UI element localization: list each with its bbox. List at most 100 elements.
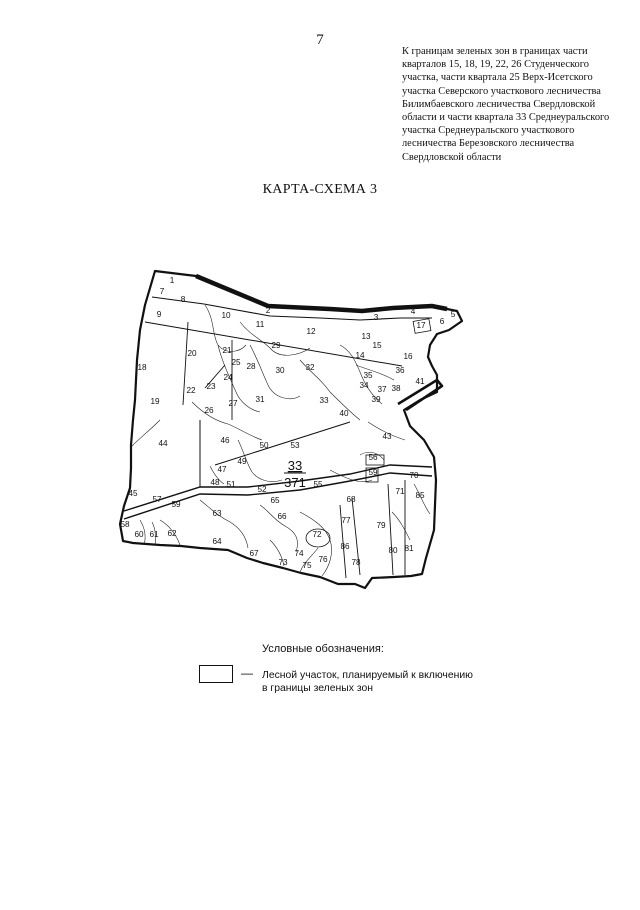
northern-road [195, 273, 448, 314]
plot-label: 31 [255, 395, 265, 404]
plot-label: 58 [120, 520, 130, 529]
plot-label: 3 [374, 313, 379, 322]
plot-label: 12 [306, 327, 316, 336]
legend-line: Лесной участок, планируемый к включению [262, 670, 473, 681]
appendix-note-line: Свердловской области [402, 151, 502, 163]
plot-label: 18 [137, 363, 147, 372]
east-spur [397, 378, 444, 412]
plot-label: 45 [128, 489, 138, 498]
appendix-note-line: кварталов 15, 18, 19, 22, 26 Студенческо… [402, 59, 589, 71]
plot-label: 5 [451, 310, 456, 319]
appendix-note-line: лесничества Березовского лесничества [402, 138, 575, 150]
plot-label: 29 [271, 341, 281, 350]
plot-label: 85 [415, 491, 425, 500]
plot-label: 9 [157, 310, 162, 319]
plot-label: 20 [187, 349, 197, 358]
plot-label: 39 [371, 395, 381, 404]
legend-swatch [199, 665, 233, 683]
appendix-note: К границам зеленых зон в границах части … [402, 45, 626, 164]
plot-label: 50 [259, 441, 269, 450]
plot-label: 70 [409, 471, 419, 480]
plot-label: 38 [391, 384, 401, 393]
quarter-number: 33 [288, 458, 302, 473]
plot-label: 75 [302, 561, 312, 570]
plot-label: 62 [167, 529, 177, 538]
plot-label: 14 [355, 351, 365, 360]
legend-dash: — [241, 666, 253, 680]
plot-label: 2 [266, 306, 271, 315]
plot-label: 6 [440, 317, 445, 326]
plot-label: 55 [313, 480, 323, 489]
plot-label: 37 [377, 385, 387, 394]
plot-label: 46 [220, 436, 230, 445]
plot-label: 25 [231, 358, 241, 367]
plot-label: 28 [246, 362, 256, 371]
grid-line-diag1 [214, 421, 351, 466]
plot-label: 56 [368, 453, 378, 462]
plot-label: 60 [134, 530, 144, 539]
plot-label: 43 [382, 432, 392, 441]
plot-label: 7 [160, 287, 165, 296]
legend-line: в границы зеленых зон [262, 683, 373, 694]
plot-label: 40 [339, 409, 349, 418]
appendix-note-line: Билимбаевского лесничества Свердловской [402, 98, 596, 110]
plot-label: 67 [249, 549, 259, 558]
plot-label: 10 [221, 311, 231, 320]
diagonal-road-bottom [123, 472, 433, 520]
grid-line-v4 [351, 497, 361, 576]
plot-label: 47 [217, 465, 227, 474]
plot-label: 78 [351, 558, 361, 567]
plot-label: 19 [150, 397, 160, 406]
plot-label: 79 [376, 521, 386, 530]
grid-line-v5 [387, 483, 394, 576]
plot-label: 51 [226, 480, 236, 489]
legend-title: Условные обозначения: [262, 643, 384, 655]
plot-label: 15 [372, 341, 382, 350]
plot-label: 32 [305, 363, 315, 372]
plot-label: 64 [212, 537, 222, 546]
plot-label: 80 [388, 546, 398, 555]
plot-label: 53 [290, 441, 300, 450]
plot-label: 68 [346, 495, 356, 504]
plot-label: 11 [256, 320, 265, 329]
plot-label: 44 [158, 439, 168, 448]
plot-label: 1 [170, 276, 175, 285]
plot-label: 27 [228, 399, 238, 408]
legend-text: Лесной участок, планируемый к включению … [262, 669, 502, 695]
plot-label: 49 [237, 457, 247, 466]
grid-line-v7 [339, 504, 347, 579]
appendix-note-line: К границам зеленых зон в границах части [402, 46, 588, 57]
compartment-contours [131, 304, 431, 577]
northern-road-inner [151, 296, 432, 321]
plot-label: 4 [411, 307, 416, 316]
appendix-note-line: участка Северского участкового лесничест… [402, 85, 601, 97]
parcel-72 [305, 528, 331, 548]
plot-label: 8 [181, 295, 186, 304]
plot-label: 30 [275, 366, 285, 375]
quarter-area: 371 [284, 475, 306, 490]
plot-label: 57 [152, 495, 162, 504]
appendix-note-line: участка, части квартала 25 Верх-Исетског… [402, 72, 593, 84]
plot-label: 73 [278, 558, 288, 567]
plot-label: 21 [222, 346, 232, 355]
plot-label: 52 [257, 485, 267, 494]
appendix-note-line: области и части квартала 33 Среднеуральс… [402, 112, 610, 124]
plot-label: 61 [149, 530, 159, 539]
plot-label: 65 [270, 496, 280, 505]
plot-label: 23 [206, 382, 216, 391]
plot-label: 24 [223, 373, 233, 382]
parcel-56 [365, 454, 385, 466]
plot-label: 26 [204, 406, 214, 415]
plot-boundary [118, 269, 464, 590]
plot-label: 17 [416, 321, 426, 330]
plot-label: 86 [340, 542, 350, 551]
plot-label: 34 [359, 381, 369, 390]
plot-label: 22 [186, 386, 196, 395]
plot-label: 74 [294, 549, 304, 558]
plot-label: 66 [277, 512, 287, 521]
plot-label: 71 [395, 487, 405, 496]
plot-label: 41 [415, 377, 425, 386]
